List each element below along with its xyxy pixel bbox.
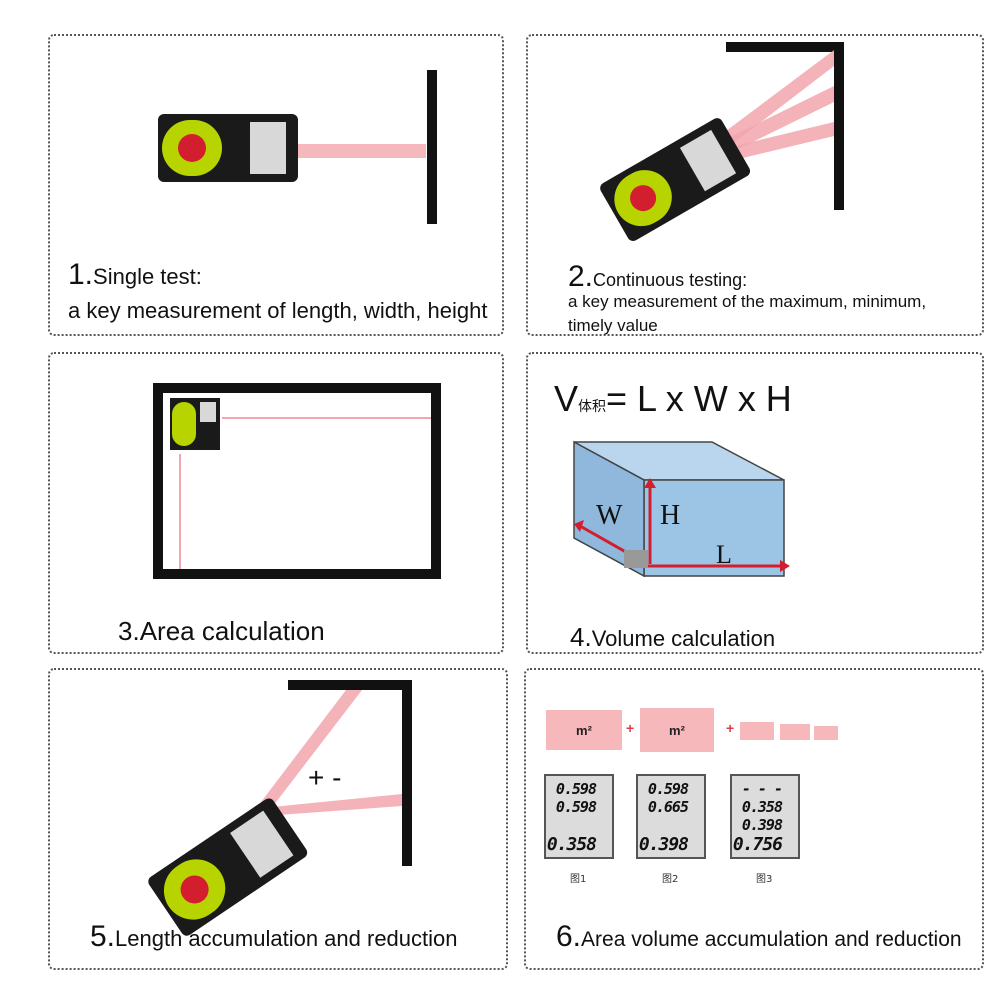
laser-beam [298,144,426,158]
target-ceiling [288,680,412,690]
device-at-corner [624,550,648,568]
target-wall [402,680,412,866]
screen-2-row-1: 0.598 [647,780,689,798]
screen-3-row-3: 0.756 [732,834,783,855]
area-box-1: m² [546,710,622,750]
panel-2-title-text: Continuous testing: [593,270,748,290]
room-outline [153,383,441,579]
panel-1-title-text: Single test: [93,264,202,289]
panel-1-subtitle: a key measurement of length, width, heig… [68,298,488,323]
panel-volume-calculation: V体积= L x W x H W H L 4.Volume calculatio… [526,352,984,654]
formula-rest: = L x W x H [606,378,792,419]
screen-1-row-1: 0.598 [555,780,597,798]
panel-6-number: 6. [556,920,582,953]
area-box-2: m² [640,708,714,752]
panel-1-title: 1.Single test: [68,258,202,292]
panel-length-accumulation: + - 5.Length accumulation and reduction [48,668,508,970]
device-screen [250,122,286,174]
panel-area-volume-accumulation: m² + m² + 0.598 0.598 0.358 0.598 0.665 … [524,668,984,970]
panel-6-title: 6.Area volume accumulation and reduction [556,920,962,954]
screen-3-row-2b: 0.398 [741,816,783,834]
area-illustration [153,383,441,579]
panel-6-title-text: Area volume accumulation and reduction [581,928,962,951]
laser-beam-lower [262,794,402,816]
label-h: H [660,500,681,531]
plus-sign-2: + [726,720,735,736]
screen-2-row-3: 0.398 [638,834,689,855]
lcd-screen-2: 0.598 0.665 0.398 [636,774,706,859]
plus-minus-label: + - [308,762,342,793]
laser-beam-2 [708,86,834,160]
figure-2-label: 图2 [662,874,679,885]
panel-2-title: 2.Continuous testing: [568,260,747,294]
panel-single-test: 1.Single test: a key measurement of leng… [48,34,504,336]
formula-v: V [554,378,579,419]
target-wall [427,70,437,224]
panel-4-title-text: Volume calculation [591,626,776,651]
screen-1-row-2: 0.598 [555,798,597,816]
panel-4-number: 4. [570,622,592,652]
label-w: W [596,500,623,531]
lcd-screen-3: - - - 0.358 0.398 0.756 [730,774,800,859]
panel-2-line2: a key measurement of the maximum, minimu… [568,292,927,311]
volume-box-illustration [573,440,790,578]
formula-subscript: 体积 [578,398,607,414]
box-side [573,440,645,578]
panel-continuous-test: 2.Continuous testing: a key measurement … [526,34,984,336]
length-accumulation-illustration [148,680,412,936]
panel-3-title-text: Area calculation [139,616,325,646]
panel-area-calculation: 3.Area calculation [48,352,504,654]
screen-2-row-2: 0.665 [647,798,689,816]
lcd-screen-1: 0.598 0.598 0.358 [544,774,614,859]
laser-device [600,118,751,241]
single-test-illustration [158,70,437,224]
panel-4-title: 4.Volume calculation [570,622,775,653]
area-box-3 [740,722,774,740]
panel-3-title: 3.Area calculation [118,616,325,647]
area-box-4 [780,724,810,740]
target-ceiling [726,42,844,52]
plus-sign-1: + [626,720,635,736]
screen-3-row-1: - - - [741,780,783,798]
figure-3-label: 图3 [756,874,773,885]
panel-5-title-text: Length accumulation and reduction [115,926,458,951]
continuous-test-illustration [600,42,844,241]
laser-beam-1 [706,50,834,158]
screen-3-row-2: 0.358 [741,798,783,816]
figure-1-label: 图1 [570,874,587,885]
target-wall [834,42,844,210]
panel-2-line3: timely value [568,316,658,335]
label-l: L [716,540,732,569]
volume-formula: V体积= L x W x H [554,378,792,420]
laser-beam-upper [258,690,362,810]
panel-2-number: 2. [568,260,594,293]
screen-1-row-3: 0.358 [546,834,597,855]
panel-3-number: 3. [118,616,140,646]
panel-5-title: 5.Length accumulation and reduction [90,920,458,954]
laser-device [148,798,308,936]
area-box-5 [814,726,838,740]
laser-beam-3 [710,122,834,164]
panel-5-number: 5. [90,920,116,953]
panel-1-number: 1. [68,258,94,291]
